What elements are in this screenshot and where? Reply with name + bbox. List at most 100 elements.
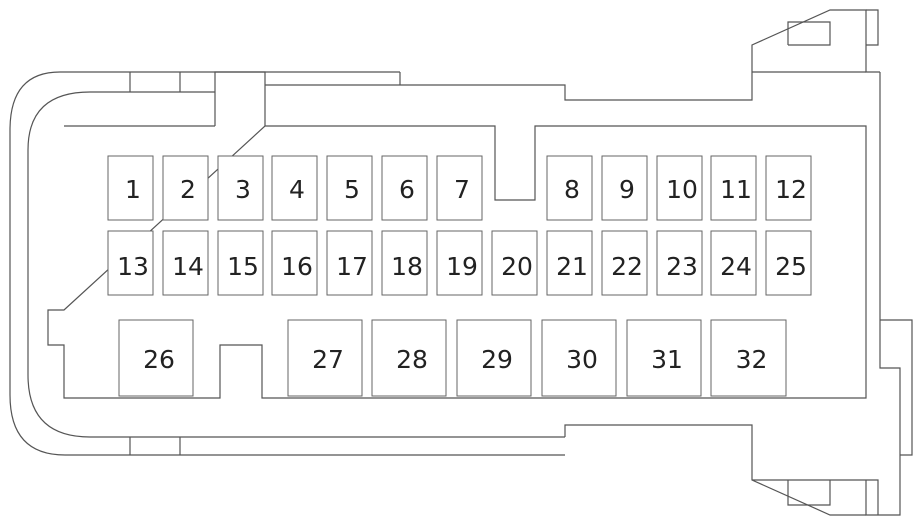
pin-number-label: 1 [125, 175, 141, 204]
pin-cavity-9: 9 [601, 155, 648, 221]
pin-cavity-6: 6 [381, 155, 428, 221]
pin-box [217, 155, 264, 221]
pin-cavity-1: 1 [107, 155, 154, 221]
pin-box [287, 319, 363, 397]
top-flange [752, 9, 879, 73]
pin-number-label: 17 [336, 252, 368, 281]
pin-cavity-20: 20 [491, 230, 538, 296]
pin-box [710, 319, 787, 397]
pin-box [107, 230, 154, 296]
pin-cavity-3: 3 [217, 155, 264, 221]
pin-cavity-29: 29 [456, 319, 532, 397]
pin-number-label: 18 [391, 252, 423, 281]
pin-cavity-31: 31 [626, 319, 702, 397]
pin-number-label: 29 [481, 345, 513, 374]
pin-box [656, 155, 703, 221]
pin-cavity-30: 30 [541, 319, 617, 397]
outer-shell [9, 71, 565, 456]
pin-cavity-19: 19 [436, 230, 483, 296]
pin-box [710, 155, 757, 221]
pin-cavity-28: 28 [371, 319, 447, 397]
pin-number-label: 28 [396, 345, 428, 374]
pin-number-label: 25 [775, 252, 807, 281]
pin-box [381, 230, 428, 296]
pin-number-label: 15 [227, 252, 259, 281]
bottom-flange [787, 479, 879, 515]
pin-number-label: 5 [344, 175, 360, 204]
pin-cavity-27: 27 [287, 319, 363, 397]
pin-cavity-21: 21 [546, 230, 593, 296]
pin-box [546, 230, 593, 296]
pin-box [118, 319, 194, 397]
pin-number-label: 22 [611, 252, 643, 281]
pin-number-label: 7 [454, 175, 470, 204]
pin-number-label: 24 [720, 252, 752, 281]
pin-cavity-15: 15 [217, 230, 264, 296]
pin-cavity-5: 5 [326, 155, 373, 221]
pin-cavity-32: 32 [710, 319, 787, 397]
pin-cavity-23: 23 [656, 230, 703, 296]
pin-box [217, 230, 264, 296]
pin-box [107, 155, 154, 221]
pin-number-label: 12 [775, 175, 807, 204]
pin-cavity-12: 12 [765, 155, 812, 221]
pin-box [710, 230, 757, 296]
pin-number-label: 11 [720, 175, 752, 204]
pin-number-label: 14 [172, 252, 204, 281]
pin-cavity-11: 11 [710, 155, 757, 221]
bottom-contour [564, 424, 866, 516]
pin-number-label: 16 [281, 252, 313, 281]
pin-cavity-10: 10 [656, 155, 703, 221]
pin-box [271, 230, 318, 296]
pin-number-label: 3 [235, 175, 251, 204]
pin-box [162, 230, 209, 296]
pin-number-label: 26 [143, 345, 175, 374]
pin-number-label: 27 [312, 345, 344, 374]
pin-box [436, 155, 483, 221]
pin-box [601, 155, 648, 221]
pin-box [162, 155, 209, 221]
pin-box [541, 319, 617, 397]
pin-box [271, 155, 318, 221]
pin-cavity-17: 17 [326, 230, 373, 296]
connector-housing [9, 9, 913, 516]
pin-cavity-8: 8 [546, 155, 593, 221]
pin-number-label: 21 [556, 252, 588, 281]
pin-cavity-18: 18 [381, 230, 428, 296]
bottom-latch [129, 437, 181, 455]
pin-number-label: 20 [501, 252, 533, 281]
pin-box [491, 230, 538, 296]
pin-box [546, 155, 593, 221]
inner-cavity [47, 125, 867, 399]
pin-cavity-7: 7 [436, 155, 483, 221]
pin-cavity-2: 2 [162, 155, 209, 221]
pin-box [626, 319, 702, 397]
pin-number-label: 30 [566, 345, 598, 374]
pin-box [436, 230, 483, 296]
pin-cavity-24: 24 [710, 230, 757, 296]
pin-number-label: 13 [117, 252, 149, 281]
pin-box [371, 319, 447, 397]
pin-box [326, 155, 373, 221]
pin-box [381, 155, 428, 221]
pin-box [656, 230, 703, 296]
pin-cavity-25: 25 [765, 230, 812, 296]
pin-number-label: 19 [446, 252, 478, 281]
pin-cavity-14: 14 [162, 230, 209, 296]
pin-box [326, 230, 373, 296]
pin-cavity-13: 13 [107, 230, 154, 296]
pin-number-label: 31 [651, 345, 683, 374]
pin-number-label: 4 [289, 175, 305, 204]
top-latch [129, 72, 181, 92]
pin-number-label: 2 [180, 175, 196, 204]
pin-box [456, 319, 532, 397]
pin-number-label: 9 [619, 175, 635, 204]
pin-box [765, 155, 812, 221]
pin-box [601, 230, 648, 296]
pin-box [765, 230, 812, 296]
pin-number-label: 10 [666, 175, 698, 204]
pin-cavity-16: 16 [271, 230, 318, 296]
top-contour [214, 9, 880, 126]
pin-cavity-26: 26 [118, 319, 194, 397]
